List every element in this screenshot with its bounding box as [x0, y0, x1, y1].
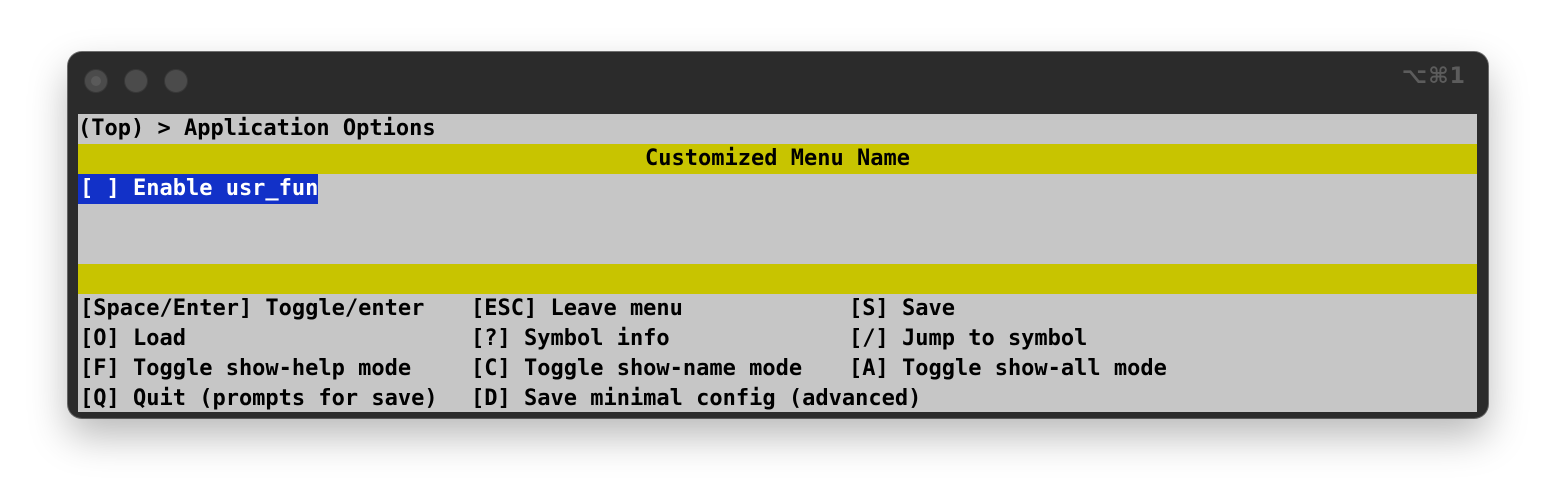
help-symbol-info[interactable]: [?] Symbol info: [471, 326, 670, 351]
help-quit[interactable]: [Q] Quit (prompts for save): [80, 386, 438, 411]
help-load[interactable]: [O] Load: [80, 326, 186, 351]
help-save[interactable]: [S] Save: [849, 296, 955, 321]
minimize-button[interactable]: [124, 69, 148, 93]
title-bar[interactable]: ⌥⌘1: [68, 52, 1488, 108]
menu-title-band: [78, 144, 1477, 174]
help-toggle-show-help[interactable]: [F] Toggle show-help mode: [80, 356, 412, 381]
help-toggle-show-all[interactable]: [A] Toggle show-all mode: [849, 356, 1167, 381]
help-leave-menu[interactable]: [ESC] Leave menu: [471, 296, 683, 321]
help-toggle-enter[interactable]: [Space/Enter] Toggle/enter: [80, 296, 425, 321]
breadcrumb: (Top) > Application Options: [78, 116, 436, 141]
terminal-window: ⌥⌘1 (Top) > Application Options Customiz…: [68, 52, 1488, 418]
help-toggle-show-name[interactable]: [C] Toggle show-name mode: [471, 356, 803, 381]
help-jump-to-symbol[interactable]: [/] Jump to symbol: [849, 326, 1088, 351]
zoom-button[interactable]: [164, 69, 188, 93]
menu-bottom-band: [78, 264, 1477, 294]
terminal-content[interactable]: (Top) > Application Options Customized M…: [78, 114, 1477, 412]
window-shortcut-label: ⌥⌘1: [1401, 64, 1466, 89]
menu-title: Customized Menu Name: [645, 146, 910, 171]
close-button[interactable]: [84, 69, 108, 93]
help-save-minimal-config[interactable]: [D] Save minimal config (advanced): [471, 386, 922, 411]
menu-item-enable-usr-fun[interactable]: [ ] Enable usr_fun: [78, 174, 319, 204]
